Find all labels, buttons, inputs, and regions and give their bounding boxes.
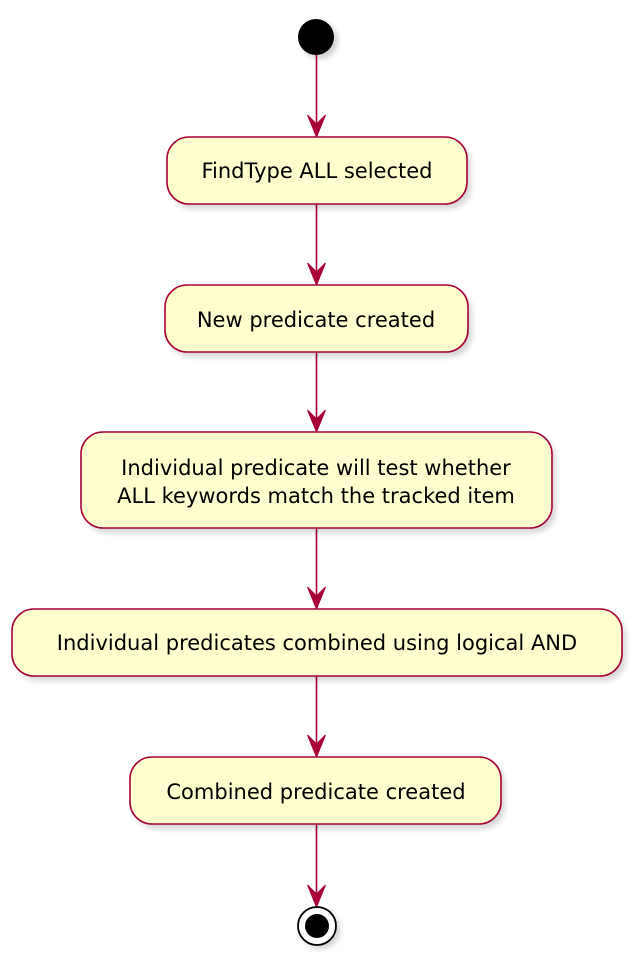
start-node bbox=[298, 19, 338, 59]
edge-arrowhead-n5-end bbox=[307, 884, 326, 909]
edges bbox=[307, 55, 326, 909]
activity-node-box bbox=[129, 756, 502, 825]
end-node-inner-dot bbox=[305, 914, 329, 938]
edge-arrowhead-n3-n4 bbox=[307, 586, 326, 611]
activity-node-label: FindType ALL selected bbox=[201, 159, 432, 183]
activity-node-label-line-1: Individual predicate will test whether bbox=[121, 456, 511, 480]
activity-node-box bbox=[11, 608, 623, 677]
activity-node-individual-predicate-test: Individual predicate will test whether A… bbox=[80, 431, 556, 533]
activity-node-combined-using-logical-and: Individual predicates combined using log… bbox=[11, 608, 626, 681]
start-node-circle bbox=[298, 19, 334, 55]
edge-arrowhead-n2-n3 bbox=[307, 409, 326, 434]
edge-arrowhead-start-n1 bbox=[307, 114, 326, 139]
activity-node-combined-predicate-created: Combined predicate created bbox=[129, 756, 505, 829]
activity-node-findtype-all-selected: FindType ALL selected bbox=[166, 136, 471, 209]
activity-node-label-line-2: ALL keywords match the tracked item bbox=[117, 484, 515, 508]
edge-arrowhead-n1-n2 bbox=[307, 262, 326, 287]
activity-node-box bbox=[164, 284, 469, 353]
activity-node-label: Individual predicates combined using log… bbox=[57, 631, 577, 655]
edge-arrowhead-n4-n5 bbox=[307, 734, 326, 759]
activity-node-label: New predicate created bbox=[197, 308, 435, 332]
end-node bbox=[297, 906, 340, 949]
activity-node-box bbox=[80, 431, 553, 529]
activity-node-new-predicate-created: New predicate created bbox=[164, 284, 472, 357]
activity-node-label: Combined predicate created bbox=[166, 780, 465, 804]
activity-node-box bbox=[166, 136, 468, 205]
